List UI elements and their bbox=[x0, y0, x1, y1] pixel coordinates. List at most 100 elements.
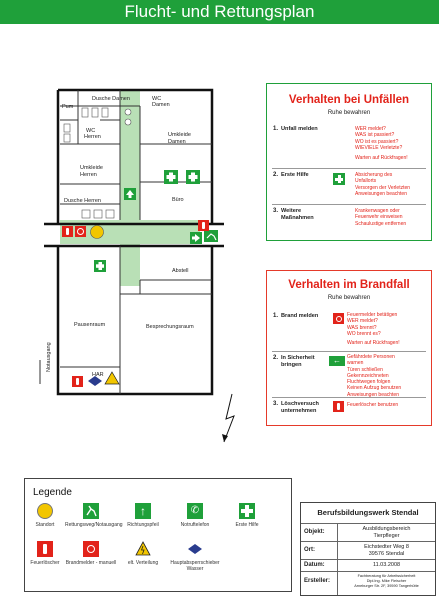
inner-walls bbox=[39, 90, 212, 394]
room-umkleide-herren-1: Umkleide bbox=[80, 165, 103, 171]
info-box: Berufsbildungswerk Stendal Objekt: Ausbi… bbox=[300, 502, 436, 596]
legend-item-absperrschieber: Hauptabsperrschieber Wasser bbox=[169, 541, 221, 572]
step-label: Unfall melden bbox=[281, 126, 318, 132]
room-wc-damen-1: WC bbox=[152, 96, 161, 102]
datum-label: Datum: bbox=[304, 562, 325, 568]
unfall-step-1: 1. Unfall melden WER meldet? WAS ist pas… bbox=[267, 120, 431, 166]
room-abstell: Abstell bbox=[172, 268, 189, 274]
room-buero: Büro bbox=[172, 197, 184, 203]
sanitary-fixtures bbox=[63, 107, 132, 219]
ersteller-label: Ersteller: bbox=[304, 578, 331, 584]
brand-title: Verhalten im Brandfall bbox=[288, 279, 410, 291]
step-text: WER meldet? WAS ist passiert? WO ist es … bbox=[355, 126, 408, 162]
legend-item-notruftelefon: ✆ Notruftelefon bbox=[180, 503, 210, 528]
plan-title: Flucht- und Rettungsplan bbox=[0, 0, 439, 24]
elt-verteilung-icon bbox=[135, 541, 151, 557]
richtungspfeil-icon bbox=[124, 188, 136, 200]
step-number: 2. bbox=[273, 172, 279, 178]
absperrschieber-icon bbox=[187, 541, 203, 557]
brandmelder-icon bbox=[75, 226, 86, 237]
standort-icon bbox=[90, 225, 104, 239]
legend-item-feuerloescher: Feuerlöscher bbox=[19, 541, 71, 566]
brand-subtitle: Ruhe bewahren bbox=[327, 295, 371, 301]
room-har: HAR bbox=[92, 372, 104, 378]
room-besprechungsraum: Besprechungsraum bbox=[146, 324, 194, 330]
standort-icon bbox=[37, 503, 53, 519]
company-name: Berufsbildungswerk Stendal bbox=[317, 508, 419, 517]
richtungspfeil-icon: ↑ bbox=[135, 503, 151, 519]
room-dusche-damen: Dusche Damen bbox=[92, 96, 130, 102]
step-text: Gefährdete Personen warnen Türen schließ… bbox=[347, 354, 402, 398]
unfall-title: Verhalten bei Unfällen bbox=[288, 94, 410, 106]
absperrschieber-icon bbox=[88, 376, 102, 386]
room-dusche-herren: Dusche Herren bbox=[64, 198, 101, 204]
room-umkleide-damen-2: Damen bbox=[168, 139, 186, 145]
step-label: Erste Hilfe bbox=[281, 172, 309, 178]
feuerloescher-icon bbox=[37, 541, 53, 557]
room-notausgang: Notausgang bbox=[46, 342, 52, 372]
brand-step-1: 1. Brand melden Feuermelder betätigen WE… bbox=[267, 307, 431, 351]
ort-label: Ort: bbox=[304, 547, 315, 553]
unfall-step-2: 2. Erste Hilfe Absicherung des Unfallort… bbox=[267, 168, 431, 202]
step-label: Löschversuch unternehmen bbox=[281, 401, 319, 414]
datum-value: 11.03.2008 bbox=[372, 562, 401, 568]
objekt-label: Objekt: bbox=[304, 529, 325, 535]
step-text: Absicherung des Unfallorts Versorgen der… bbox=[355, 172, 411, 197]
erste-hilfe-icon bbox=[94, 260, 106, 272]
brand-step-2: 2. In Sicherheit bringen ← Gefährdete Pe… bbox=[267, 351, 431, 401]
brand-panel: Verhalten im Brandfall Ruhe bewahren 1. … bbox=[266, 270, 432, 426]
feuerloescher-icon bbox=[72, 376, 83, 387]
erste-hilfe-icon bbox=[239, 503, 255, 519]
legend-item-erste-hilfe: Erste Hilfe bbox=[221, 503, 273, 528]
step-text: Krankenwagen oder Feuerwehr einweisen Sc… bbox=[355, 208, 407, 227]
feuerloescher-icon bbox=[333, 401, 344, 412]
elt-verteilung-icon bbox=[104, 371, 120, 385]
brandmelder-icon bbox=[83, 541, 99, 557]
room-wc-herren-1: WC bbox=[86, 128, 95, 134]
notausgang-icon bbox=[204, 230, 218, 242]
step-number: 1. bbox=[273, 313, 279, 319]
legend-item-richtungspfeil: ↑ Richtungspfeil bbox=[127, 503, 159, 528]
room-wc-herren-2: Herren bbox=[84, 134, 101, 140]
step-label: In Sicherheit bringen bbox=[281, 355, 315, 368]
room-umkleide-herren-2: Herren bbox=[80, 172, 97, 178]
unfall-panel: Verhalten bei Unfällen Ruhe bewahren 1. … bbox=[266, 83, 432, 241]
step-number: 2. bbox=[273, 355, 279, 361]
notausgang-icon bbox=[83, 503, 99, 519]
step-text: Feuerlöscher benutzen bbox=[347, 402, 399, 408]
notruftelefon-icon: ✆ bbox=[187, 503, 203, 519]
room-wc-damen-2: Damen bbox=[152, 102, 170, 108]
legend-item-brandmelder: Brandmelder - manuell bbox=[65, 541, 117, 566]
step-text: Feuermelder betätigen WER meldet? WAS br… bbox=[347, 312, 400, 347]
floor-plan: Dusche Damen WC Damen Pum WC Herren Umkl… bbox=[39, 88, 235, 443]
room-pum: Pum bbox=[62, 104, 74, 110]
erste-hilfe-icon bbox=[186, 170, 200, 184]
step-label: Brand melden bbox=[281, 313, 319, 319]
step-number: 3. bbox=[273, 401, 279, 407]
room-pausenraum: Pausenraum bbox=[74, 322, 106, 328]
step-label: Weitere Maßnahmen bbox=[281, 208, 314, 221]
legend-item-notausgang: Rettungsweg/Notausgang bbox=[65, 503, 123, 528]
feuerloescher-icon bbox=[62, 226, 73, 237]
legend-item-standort: Standort bbox=[19, 503, 71, 528]
room-umkleide-damen-1: Umkleide bbox=[168, 132, 191, 138]
legend-item-elt-verteilung: elt. Verteilung bbox=[117, 541, 169, 566]
brand-step-3: 3. Löschversuch unternehmen Feuerlöscher… bbox=[267, 397, 431, 423]
erste-hilfe-icon bbox=[333, 173, 345, 185]
richtungspfeil-icon bbox=[190, 232, 202, 244]
legend: Legende Standort Rettungsweg/Notausgang … bbox=[24, 478, 292, 592]
step-number: 1. bbox=[273, 126, 279, 132]
outer-walls bbox=[44, 88, 224, 396]
richtungspfeil-icon: ← bbox=[329, 356, 345, 366]
brandmelder-icon bbox=[333, 313, 344, 324]
feuerloescher-icon bbox=[198, 220, 209, 231]
unfall-step-3: 3. Weitere Maßnahmen Krankenwagen oder F… bbox=[267, 204, 431, 236]
unfall-subtitle: Ruhe bewahren bbox=[327, 110, 371, 116]
direction-arrow-icon bbox=[223, 393, 235, 443]
step-number: 3. bbox=[273, 208, 279, 214]
erste-hilfe-icon bbox=[164, 170, 178, 184]
legend-title: Legende bbox=[33, 487, 72, 498]
